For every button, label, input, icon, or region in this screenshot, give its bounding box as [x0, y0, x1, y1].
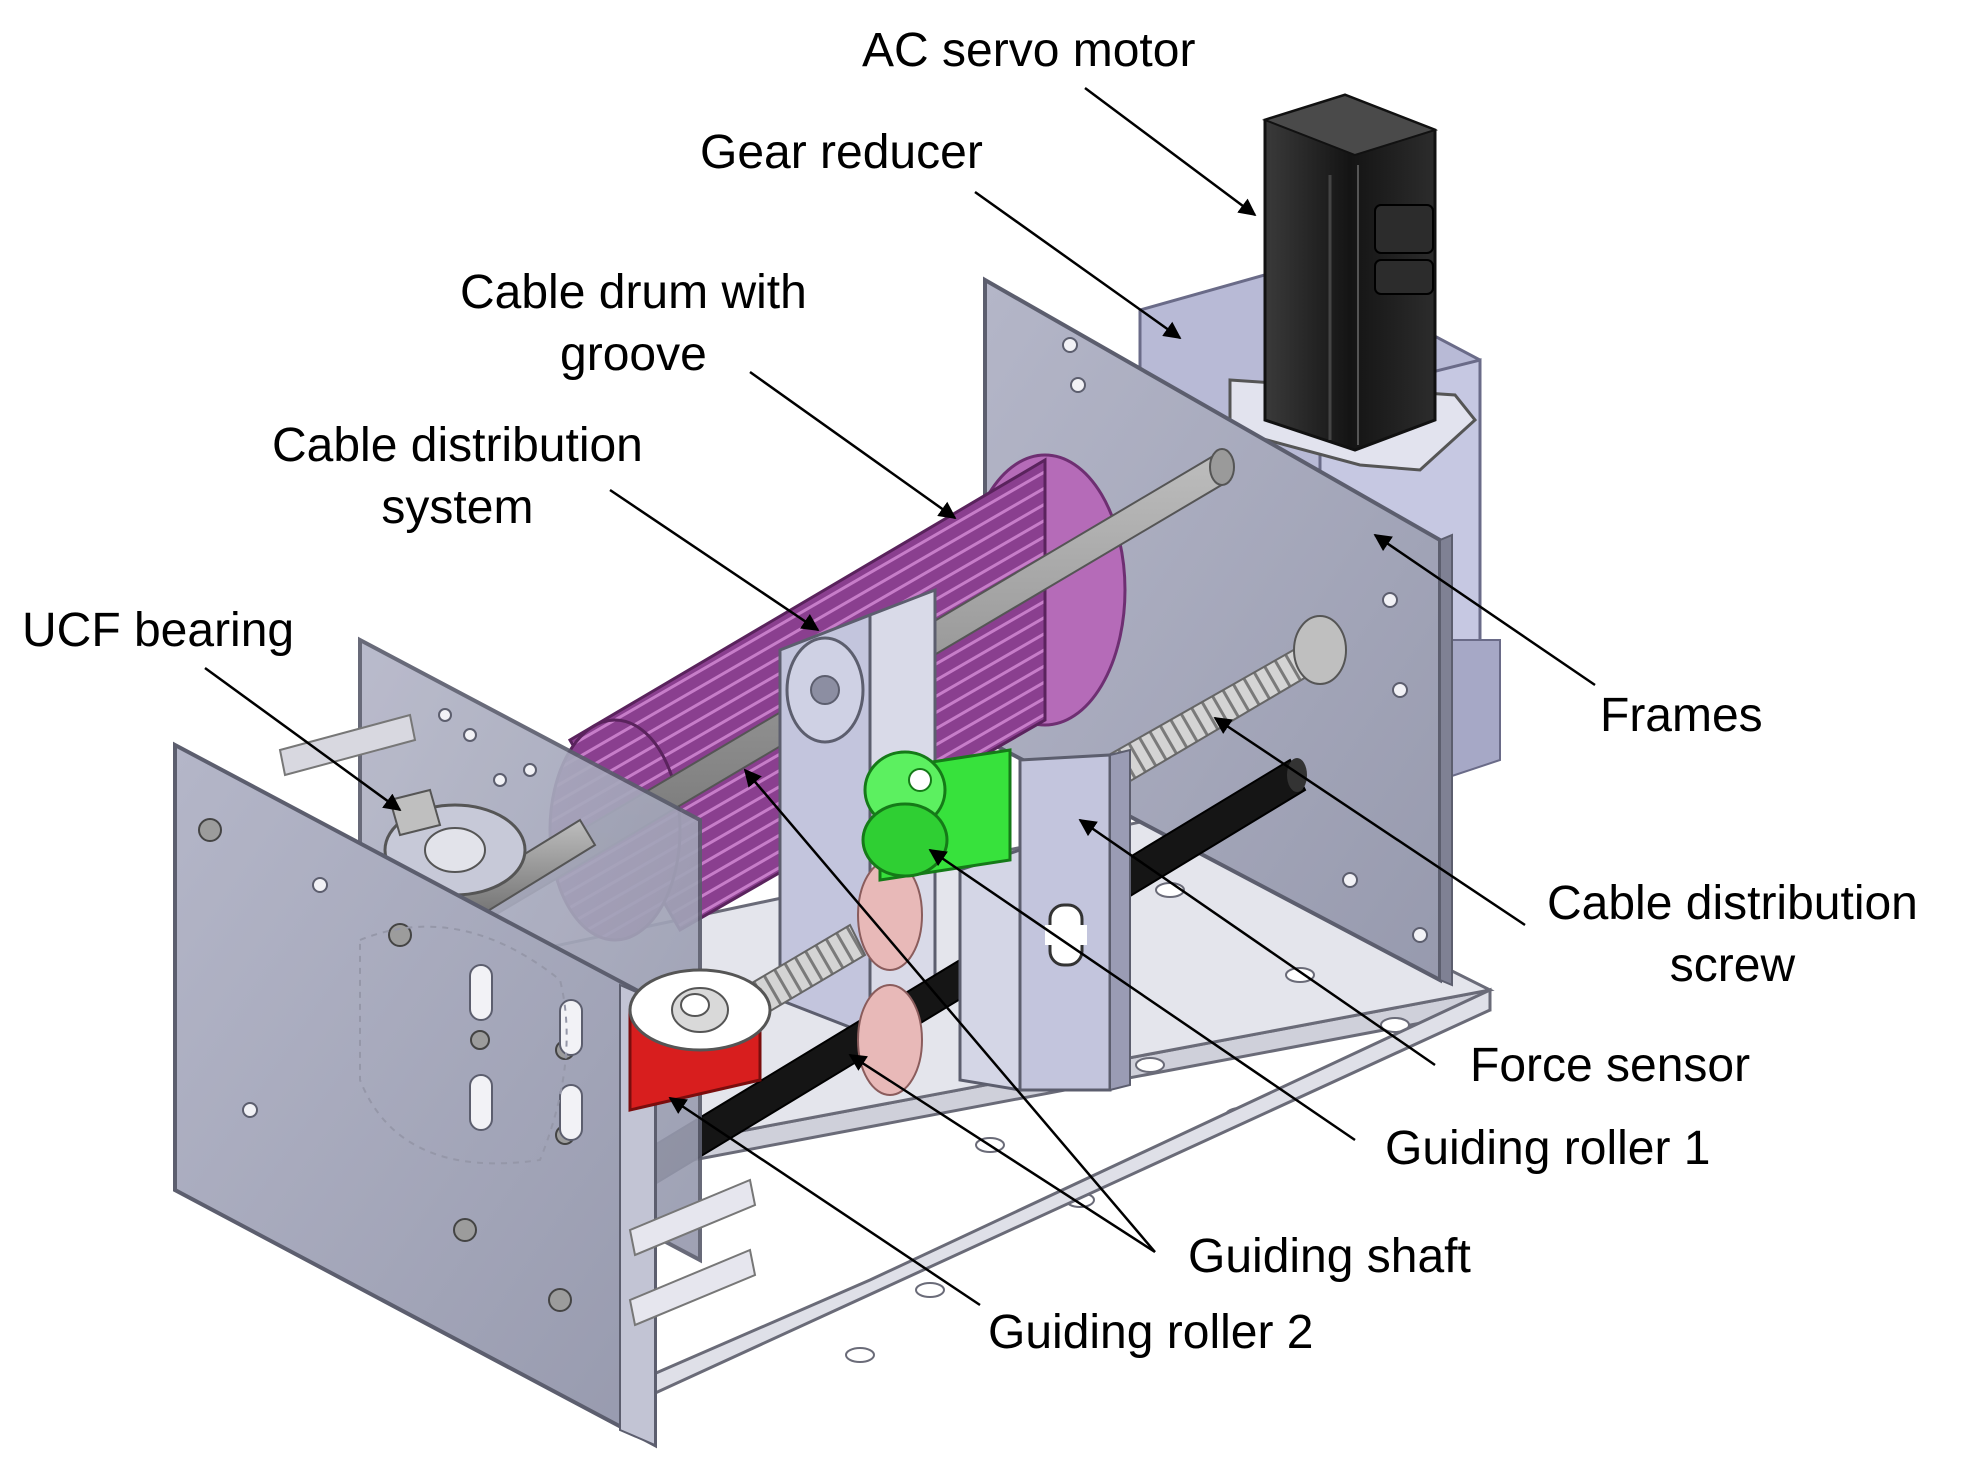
guiding-roller-1	[861, 748, 1012, 882]
label-cable-drum: Cable drum with groove	[460, 262, 807, 386]
label-cable-distribution-screw: Cable distribution screw	[1547, 873, 1918, 997]
label-ac-servo-motor: AC servo motor	[862, 20, 1195, 82]
lower-support-rods	[628, 1178, 757, 1327]
label-force-sensor: Force sensor	[1470, 1035, 1750, 1097]
label-cable-distribution-screw-line1: Cable distribution	[1547, 877, 1918, 930]
distribution-screw	[738, 615, 1347, 1022]
label-guiding-shaft-text: Guiding shaft	[1188, 1230, 1471, 1283]
label-cable-distribution-system: Cable distribution system	[272, 415, 643, 539]
force-sensor-body	[958, 748, 1131, 1092]
label-cable-distribution-system-line1: Cable distribution	[272, 419, 643, 472]
label-ucf-bearing-text: UCF bearing	[22, 604, 295, 657]
ucf-bearing	[383, 788, 527, 897]
label-frames: Frames	[1600, 685, 1763, 747]
label-guiding-roller-2-text: Guiding roller 2	[988, 1306, 1314, 1359]
label-guiding-roller-1: Guiding roller 1	[1385, 1118, 1711, 1180]
label-frames-text: Frames	[1600, 689, 1763, 742]
label-guiding-roller-2: Guiding roller 2	[988, 1302, 1314, 1364]
label-gear-reducer: Gear reducer	[700, 122, 983, 184]
label-guiding-roller-1-text: Guiding roller 1	[1385, 1122, 1711, 1175]
label-gear-reducer-text: Gear reducer	[700, 126, 983, 179]
label-force-sensor-text: Force sensor	[1470, 1039, 1751, 1092]
label-cable-drum-line1: Cable drum with	[460, 266, 807, 319]
label-cable-distribution-system-line2: system	[381, 481, 534, 534]
pink-flanges	[857, 859, 923, 1096]
callout-leader-lines	[204, 86, 1596, 1307]
label-cable-drum-line2: groove	[560, 328, 707, 381]
label-guiding-shaft: Guiding shaft	[1188, 1226, 1471, 1288]
label-ac-servo-motor-text: AC servo motor	[862, 24, 1196, 77]
label-ucf-bearing: UCF bearing	[22, 600, 294, 662]
label-cable-distribution-screw-line2: screw	[1669, 939, 1796, 992]
guiding-roller-2	[628, 968, 772, 1112]
servo-motor-body	[1228, 93, 1478, 472]
